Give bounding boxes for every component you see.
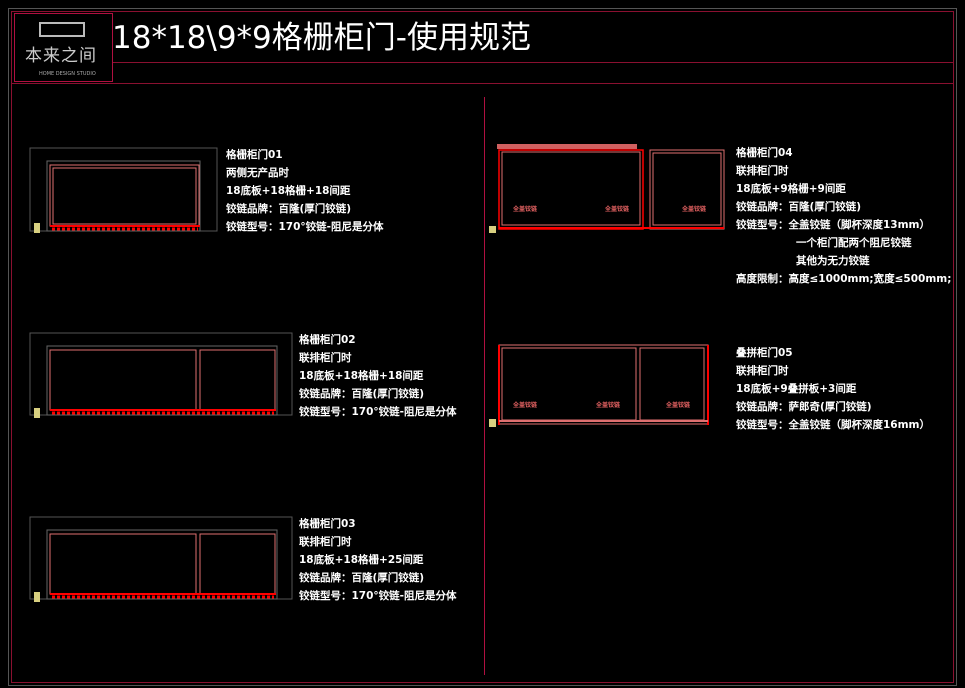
note-line: 联排柜门时 — [736, 365, 789, 377]
note-line: 铰链品牌：百隆(厚门铰链) — [226, 203, 352, 215]
note-line: 铰链型号：170°铰链-阻尼是分体 — [226, 221, 384, 233]
cabinet-01-drawing — [29, 147, 218, 233]
note-line: 铰链品牌：萨郎奇(厚门铰链) — [736, 401, 872, 413]
note-line: 铰链品牌：百隆(厚门铰链) — [736, 201, 862, 213]
cabinet-01-notes: 格栅柜门01 两侧无产品时 18底板+18格栅+18间距铰链品牌：百隆(厚门铰链) 铰… — [226, 146, 384, 236]
hinge-label: 全盖铰链 — [512, 401, 538, 409]
hinge-label: 全盖铰链 — [512, 205, 538, 213]
cabinet-04-drawing: 全盖铰链 全盖铰链 全盖铰链 — [489, 144, 725, 233]
center-divider — [484, 97, 485, 675]
hinge-label: 全盖铰链 — [595, 401, 621, 409]
note-title: 格栅柜门01 — [226, 149, 283, 161]
outer-frame — [8, 8, 957, 686]
note-line: 18底板+18格栅+18间距 — [299, 370, 424, 382]
hinge-label: 全盖铰链 — [604, 205, 630, 213]
note-line: 一个柜门配两个阻尼铰链 — [796, 237, 912, 249]
note-line: 18底板+18格栅+18间距 — [226, 185, 351, 197]
header-divider — [11, 83, 953, 84]
note-line: 铰链型号：全盖铰链（脚杯深度13mm） — [736, 219, 930, 231]
logo-icon — [39, 22, 85, 37]
note-title: 格栅柜门02 — [299, 334, 356, 346]
note-title: 叠拼柜门05 — [736, 347, 793, 359]
hinge-label: 全盖铰链 — [665, 401, 691, 409]
cabinet-05-drawing: 全盖铰链 全盖铰链 全盖铰链 — [489, 344, 709, 427]
logo-text: 本来之间 — [25, 46, 97, 66]
note-line: 两侧无产品时 — [226, 167, 289, 179]
cabinet-04-notes: 格栅柜门04 联排柜门时 18底板+9格栅+9间距铰链品牌：百隆(厚门铰链) 铰链型号… — [736, 144, 951, 288]
note-title: 格栅柜门03 — [299, 518, 356, 530]
cabinet-03-drawing — [29, 516, 293, 602]
note-line: 铰链型号：170°铰链-阻尼是分体 — [299, 590, 457, 602]
title-divider — [112, 62, 953, 63]
note-line: 铰链品牌：百隆(厚门铰链) — [299, 572, 425, 584]
note-line: 联排柜门时 — [299, 352, 352, 364]
cabinet-02-drawing — [29, 332, 293, 418]
note-title: 格栅柜门04 — [736, 147, 793, 159]
note-line: 联排柜门时 — [736, 165, 789, 177]
note-line: 18底板+9叠拼板+3间距 — [736, 383, 857, 395]
logo: 本来之间 HOME DESIGN STUDIO — [14, 13, 113, 82]
cabinet-05-notes: 叠拼柜门05 联排柜门时 18底板+9叠拼板+3间距铰链品牌：萨郎奇(厚门铰链) 铰链… — [736, 344, 930, 434]
cabinet-02-notes: 格栅柜门02 联排柜门时 18底板+18格栅+18间距铰链品牌：百隆(厚门铰链) 铰链… — [299, 331, 457, 421]
note-line: 联排柜门时 — [299, 536, 352, 548]
note-line: 铰链型号：170°铰链-阻尼是分体 — [299, 406, 457, 418]
inner-frame — [11, 11, 954, 683]
note-line: 高度限制：高度≤1000mm;宽度≤500mm; — [736, 273, 952, 285]
note-line: 其他为无力铰链 — [796, 255, 870, 267]
note-line: 18底板+18格栅+25间距 — [299, 554, 424, 566]
note-line: 18底板+9格栅+9间距 — [736, 183, 846, 195]
logo-subtitle: HOME DESIGN STUDIO — [39, 71, 96, 77]
cabinet-03-notes: 格栅柜门03 联排柜门时 18底板+18格栅+25间距铰链品牌：百隆(厚门铰链) 铰链… — [299, 515, 457, 605]
page-title: 18*18\9*9格栅柜门-使用规范 — [112, 20, 531, 56]
hinge-label: 全盖铰链 — [681, 205, 707, 213]
note-line: 铰链品牌：百隆(厚门铰链) — [299, 388, 425, 400]
note-line: 铰链型号：全盖铰链（脚杯深度16mm） — [736, 419, 930, 431]
